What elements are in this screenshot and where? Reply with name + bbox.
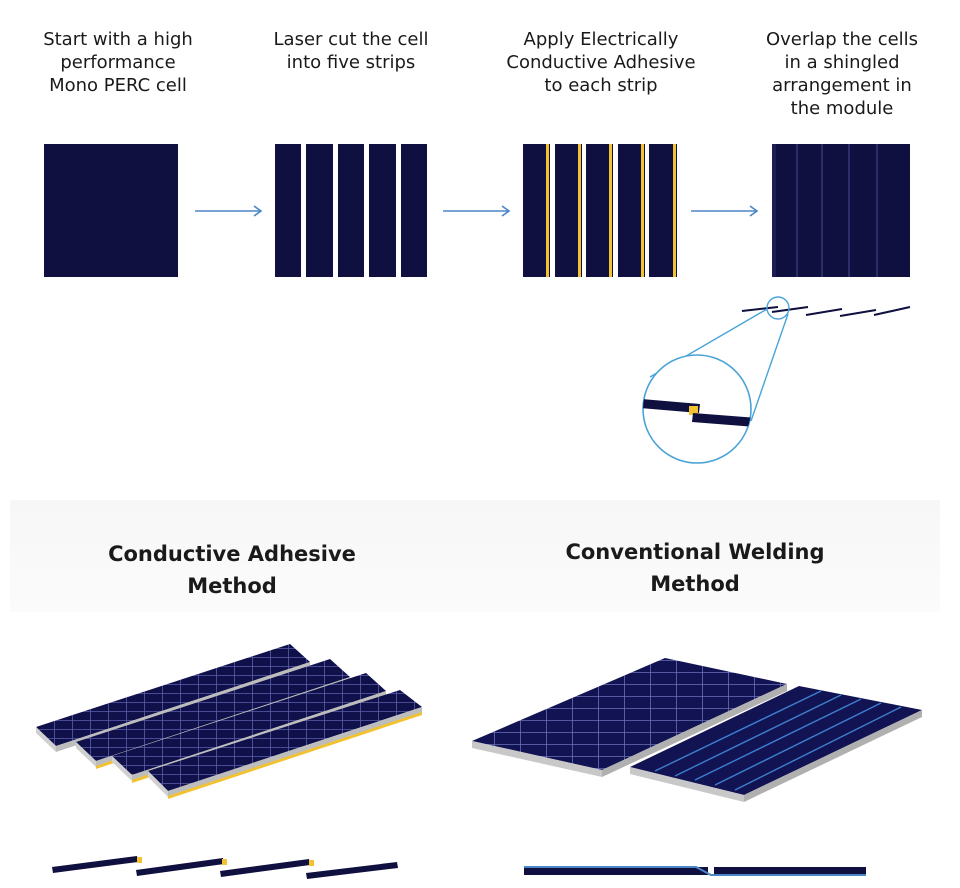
- zoom-detail: [642, 354, 752, 464]
- zoom-source-circle: [766, 296, 790, 320]
- adhesive-method-title: Conductive Adhesive Method: [108, 542, 356, 598]
- arrow-right-icon: [691, 205, 759, 217]
- five-strips: [275, 144, 427, 277]
- adhesive-module-illustration: [36, 644, 422, 799]
- welding-method-title: Conventional Welding Method: [565, 540, 825, 596]
- arrow-right-icon: [195, 205, 263, 217]
- step-1-label: Start with a high performance Mono PERC …: [43, 29, 193, 96]
- step-2-label: Laser cut the cell into five strips: [273, 29, 429, 73]
- methods-background-band: [10, 500, 940, 612]
- mono-perc-cell: [44, 144, 178, 277]
- welding-side-view: [524, 866, 866, 876]
- shingled-side-view: [741, 306, 911, 317]
- step-3-label: Apply Electrically Conductive Adhesive t…: [506, 29, 696, 96]
- arrow-right-icon: [443, 205, 511, 217]
- adhesive-side-view: [52, 856, 398, 879]
- shingled-strips: [772, 144, 910, 277]
- strips-with-adhesive: [523, 144, 677, 277]
- welding-module-illustration: [472, 658, 922, 802]
- step-4-label: Overlap the cells in a shingled arrangem…: [765, 29, 919, 119]
